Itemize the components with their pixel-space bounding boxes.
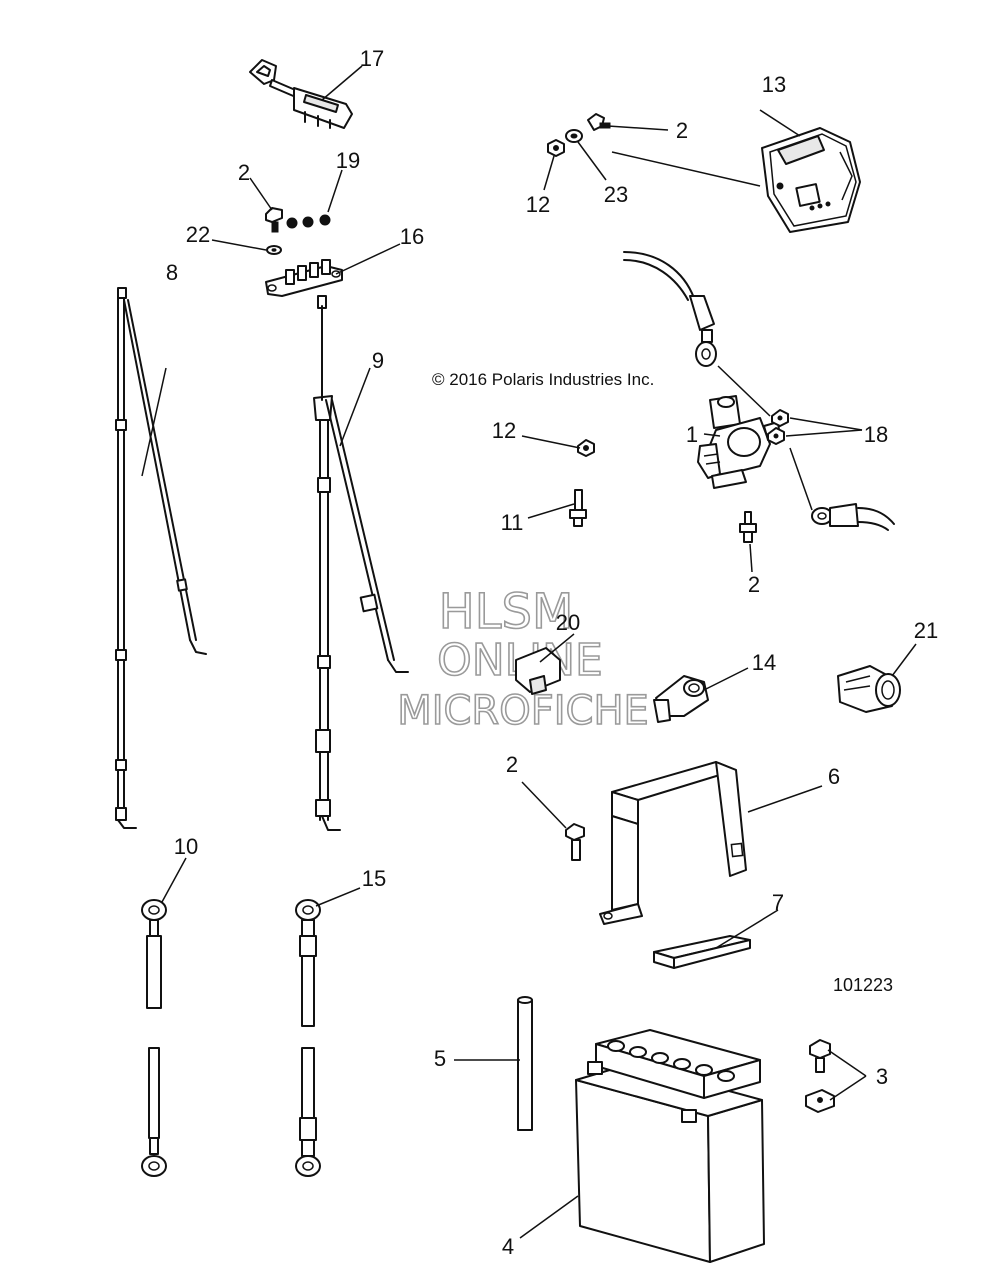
part-13-module[interactable]	[761, 127, 861, 233]
callout-12: 12	[526, 192, 550, 217]
watermark: HLSM ONLINE MICROFICHE	[396, 583, 649, 735]
diagram-reference-number: 101223	[833, 975, 893, 995]
part-11-stud[interactable]	[569, 489, 587, 527]
callout-1: 1	[686, 422, 698, 447]
callout-7: 7	[772, 890, 784, 915]
part-16-terminal-block[interactable]	[265, 259, 343, 297]
solenoid-cable-upper[interactable]	[623, 251, 717, 367]
watermark-line3: MICROFICHE	[397, 688, 649, 734]
part-20-connector[interactable]	[515, 647, 561, 695]
callout-4: 4	[502, 1234, 514, 1259]
callout-15: 15	[362, 866, 386, 891]
callout-3: 3	[876, 1064, 888, 1089]
part-9-cable[interactable]	[313, 295, 409, 831]
callout-11: 11	[501, 510, 524, 535]
callout-22: 22	[186, 222, 210, 247]
part-12-nut-a[interactable]	[547, 139, 565, 157]
part-1-solenoid[interactable]	[697, 395, 781, 489]
callout-2: 2	[238, 160, 250, 185]
callout-18: 18	[864, 422, 888, 447]
callout-2: 2	[506, 752, 518, 777]
part-2-bolt-d[interactable]	[565, 823, 585, 861]
part-19-nuts[interactable]	[286, 214, 331, 229]
callout-2: 2	[748, 572, 760, 597]
part-23-washer[interactable]	[565, 129, 583, 143]
watermark-line2: ONLINE	[437, 635, 603, 686]
callout-19: 19	[336, 148, 360, 173]
part-10-cable[interactable]	[141, 899, 167, 1177]
part-22-washer[interactable]	[266, 245, 282, 255]
callout-21: 21	[914, 618, 938, 643]
part-17-plug[interactable]	[249, 59, 353, 129]
callout-16: 16	[400, 224, 424, 249]
part-5-vent-tube[interactable]	[517, 996, 533, 1131]
callout-labels: 17 2 19 22 16 2 12 23 13 8 9 12 1 18 11 …	[166, 46, 938, 1259]
watermark-line1: HLSM	[439, 584, 574, 640]
solenoid-cable-lower[interactable]	[789, 447, 895, 531]
part-12-nut-b[interactable]	[577, 439, 595, 457]
part-15-cable[interactable]	[295, 899, 321, 1177]
callout-20: 20	[556, 610, 580, 635]
callout-9: 9	[372, 348, 384, 373]
part-7-pad[interactable]	[653, 935, 751, 969]
callout-5: 5	[434, 1046, 446, 1071]
callout-17: 17	[360, 46, 384, 71]
part-2-bolt-b[interactable]	[587, 113, 611, 131]
part-2-bolt-c[interactable]	[739, 511, 757, 543]
part-2-bolt-a[interactable]	[265, 207, 283, 233]
callout-8: 8	[166, 260, 178, 285]
callout-2: 2	[676, 118, 688, 143]
part-6-bracket[interactable]	[599, 761, 747, 925]
part-18-nuts[interactable]	[767, 409, 789, 445]
callout-6: 6	[828, 764, 840, 789]
leader-lines	[141, 65, 917, 1239]
callout-14: 14	[752, 650, 776, 675]
callout-23: 23	[604, 182, 628, 207]
callout-13: 13	[762, 72, 786, 97]
part-21-boot[interactable]	[837, 665, 901, 713]
part-4-battery[interactable]	[575, 1029, 765, 1263]
part-3-bolt-nut[interactable]	[805, 1039, 835, 1113]
part-14-boot[interactable]	[653, 675, 709, 723]
copyright-text: © 2016 Polaris Industries Inc.	[432, 370, 654, 389]
callout-10: 10	[174, 834, 198, 859]
callout-12: 12	[492, 418, 516, 443]
part-8-cable[interactable]	[115, 287, 207, 829]
